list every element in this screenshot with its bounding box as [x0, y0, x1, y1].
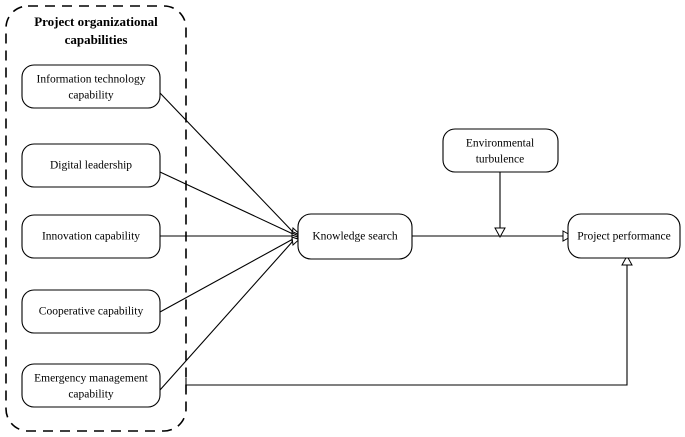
node-label-knowledge-search: Knowledge search	[312, 231, 398, 243]
node-digital-leadership[interactable]: Digital leadership	[21, 143, 161, 188]
node-box-knowledge-search[interactable]	[297, 213, 413, 260]
link-digital-leadership-to-knowledge-search	[159, 171, 294, 235]
node-label-cooperative-capability: Cooperative capability	[39, 306, 144, 318]
node-box-information-technology-capability[interactable]	[21, 64, 161, 109]
node-label-digital-leadership: Digital leadership	[50, 160, 132, 172]
node-box-innovation-capability[interactable]	[21, 214, 161, 259]
link-emergency-management-capability-to-knowledge-search	[159, 240, 294, 391]
node-box-cooperative-capability[interactable]	[21, 289, 161, 334]
link-capabilities-to-project-performance-direct	[186, 265, 628, 386]
arrowhead-capabilities-to-project-performance-direct	[621, 254, 633, 266]
node-project-performance[interactable]: Project performance	[567, 213, 681, 259]
node-label-emergency-management-capability-line-1: Emergency management	[34, 373, 149, 385]
node-box-environmental-turbulence[interactable]	[442, 128, 559, 173]
node-information-technology-capability[interactable]: Information technology capability	[21, 64, 161, 109]
node-label-information-technology-capability-line-1: Information technology	[37, 74, 146, 86]
node-innovation-capability[interactable]: Innovation capability	[21, 214, 161, 259]
group-title-line-1: Project organizational	[34, 14, 158, 29]
arrowhead-environmental-turbulence-moderation	[494, 227, 506, 239]
node-box-digital-leadership[interactable]	[21, 143, 161, 188]
node-label-information-technology-capability-line-2: capability	[68, 90, 114, 102]
node-environmental-turbulence[interactable]: Environmental turbulence	[442, 128, 559, 173]
node-label-project-performance: Project performance	[577, 231, 671, 243]
node-knowledge-search[interactable]: Knowledge search	[297, 213, 413, 260]
node-cooperative-capability[interactable]: Cooperative capability	[21, 289, 161, 334]
group-title-line-2: capabilities	[65, 32, 128, 47]
node-label-emergency-management-capability-line-2: capability	[68, 389, 114, 401]
node-label-environmental-turbulence-line-1: Environmental	[466, 138, 534, 150]
node-box-emergency-management-capability[interactable]	[21, 363, 161, 408]
node-emergency-management-capability[interactable]: Emergency management capability	[21, 363, 161, 408]
node-box-project-performance[interactable]	[567, 213, 681, 259]
project-organizational-capabilities-group	[5, 5, 187, 432]
node-label-innovation-capability: Innovation capability	[42, 231, 140, 243]
link-cooperative-capability-to-knowledge-search	[159, 238, 294, 313]
arrowhead-emergency-management-capability	[291, 236, 300, 247]
link-it-capability-to-knowledge-search	[159, 92, 294, 233]
node-label-environmental-turbulence-line-2: turbulence	[476, 154, 525, 166]
